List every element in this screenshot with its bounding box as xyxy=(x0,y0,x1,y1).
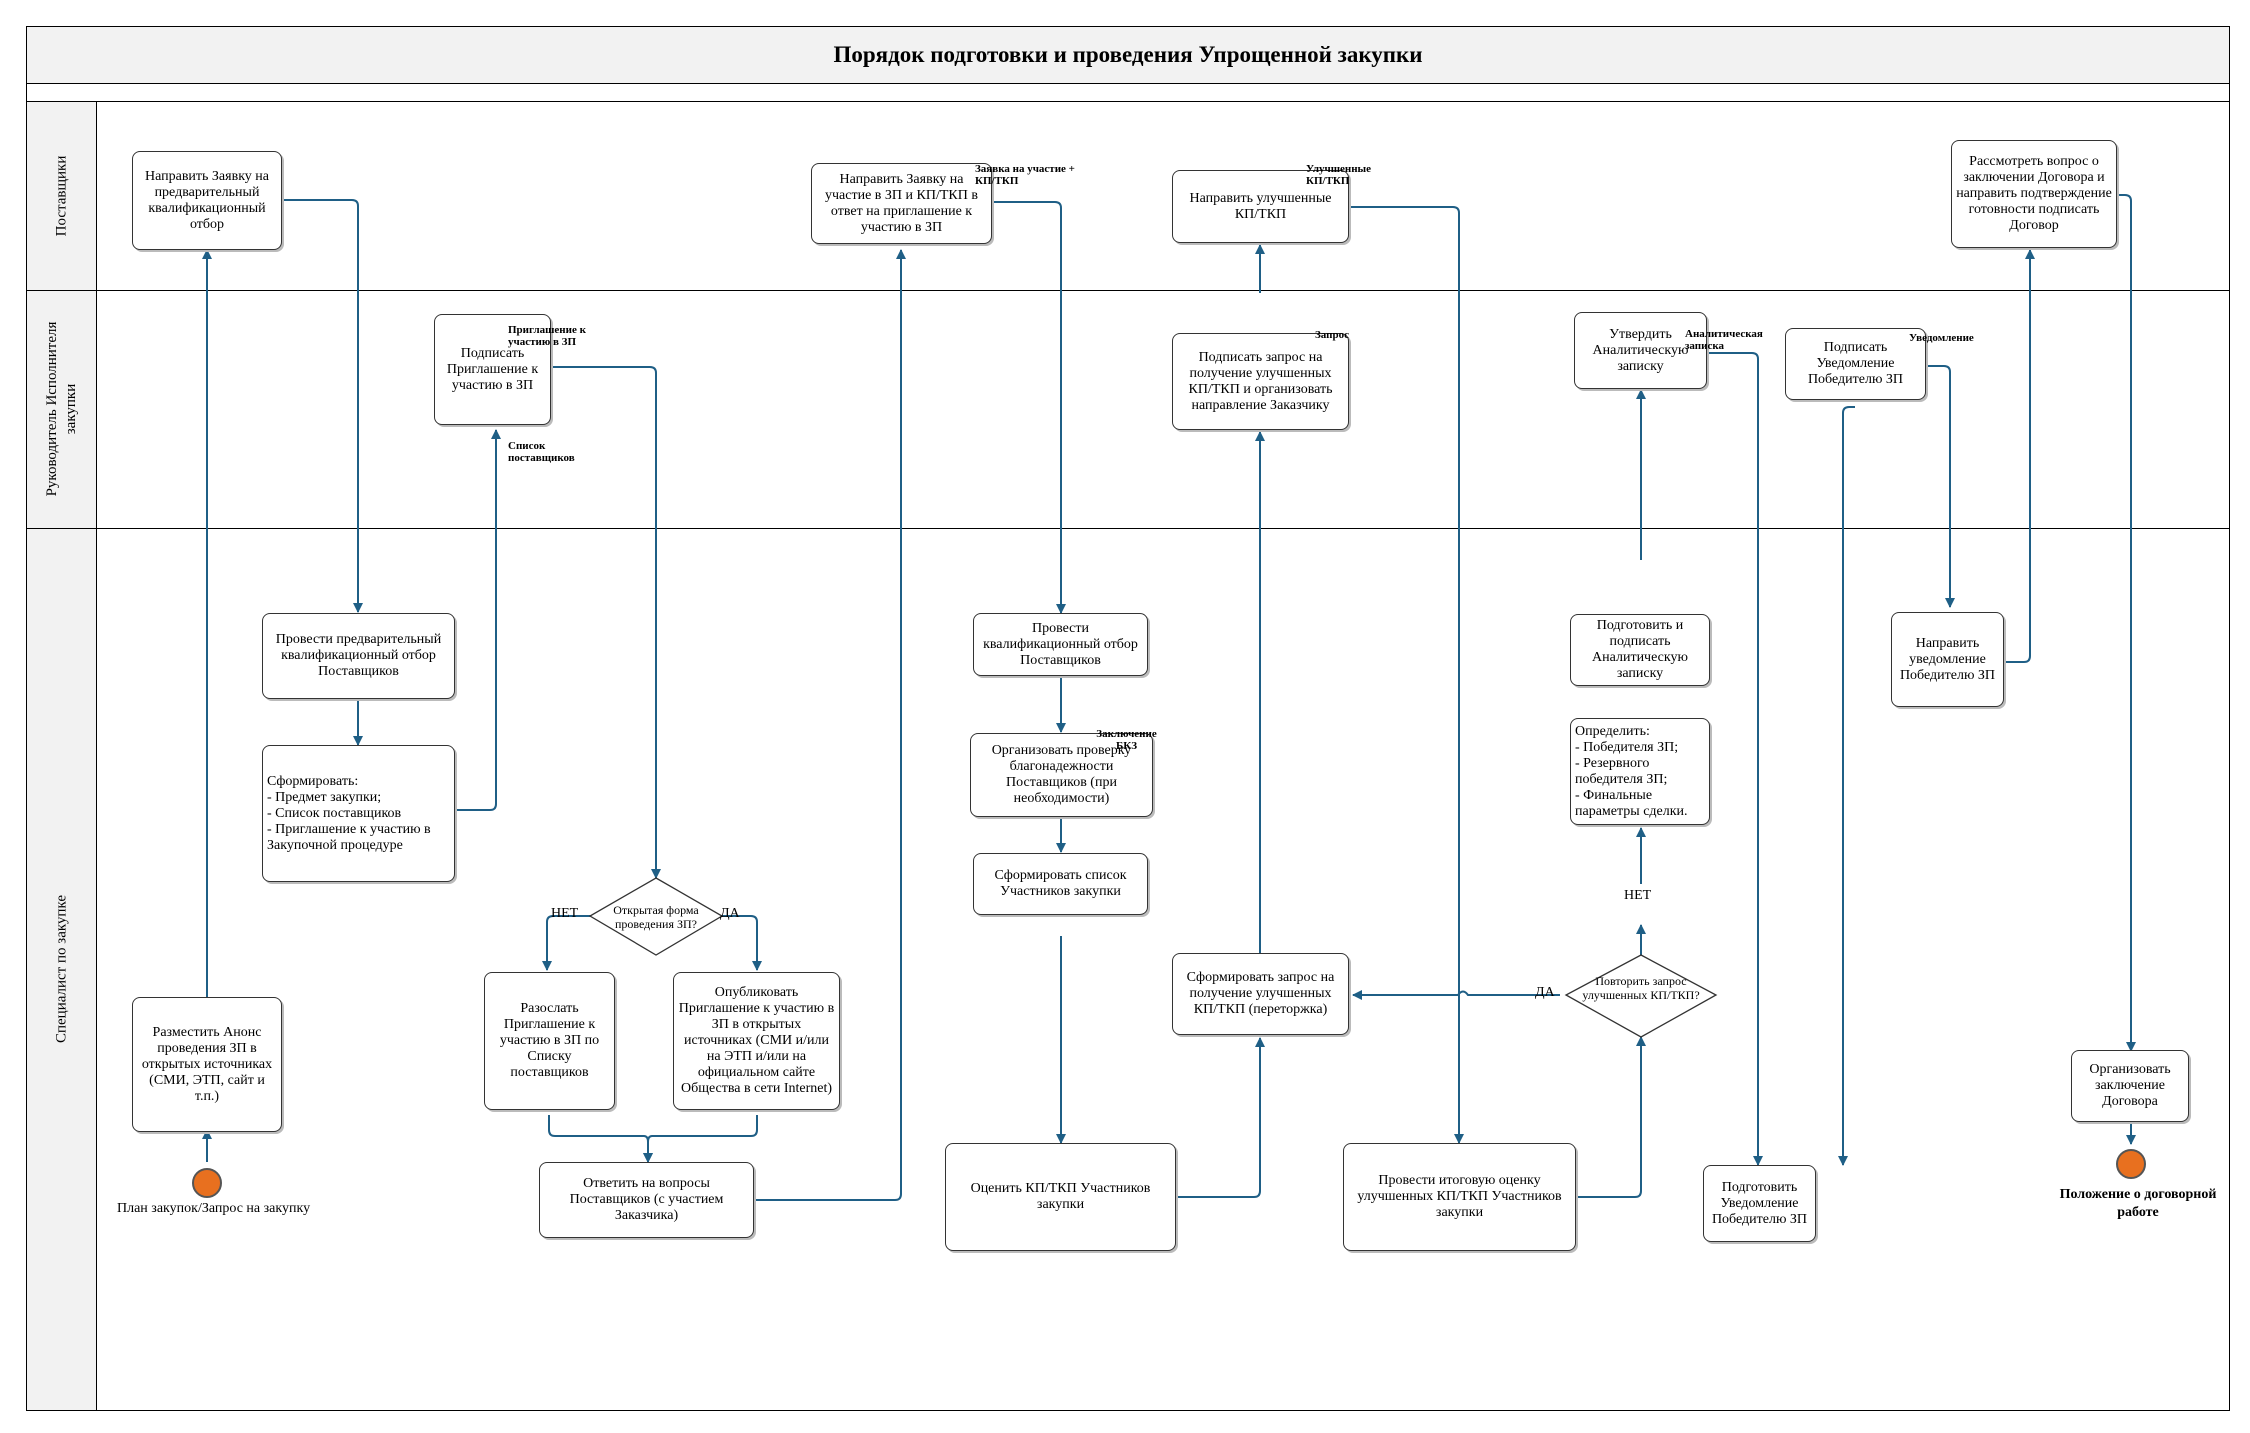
edge xyxy=(1176,1037,1265,1198)
doc-application: Заявка на участие + КП/ТКП xyxy=(972,137,1078,187)
lane-header-suppliers: Поставщики xyxy=(27,102,97,290)
doc-analytic: Аналитическая записка xyxy=(1682,302,1772,352)
node-sign-notice: Подписать Уведомление Победителю ЗП xyxy=(1785,328,1926,400)
node-list: Сформировать список Участников закупки xyxy=(973,853,1148,915)
edge xyxy=(2115,194,2136,1052)
node-announce: Разместить Анонс проведения ЗП в открыты… xyxy=(132,997,282,1132)
node-form: Сформировать: - Предмет закупки; - Списо… xyxy=(262,745,455,882)
edge xyxy=(455,429,501,811)
node-do-prequal: Провести предварительный квалификационны… xyxy=(262,613,455,699)
node-send-notice: Направить уведомление Победителю ЗП xyxy=(1891,612,2004,707)
node-evaluate: Оценить КП/ТКП Участников закупки xyxy=(945,1143,1176,1251)
node-final-eval: Провести итоговую оценку улучшенных КП/Т… xyxy=(1343,1143,1576,1251)
edge xyxy=(643,1115,758,1163)
edge xyxy=(1988,249,2035,663)
node-approve-note: Утвердить Аналитическую записку xyxy=(1574,312,1707,389)
no-label: НЕТ xyxy=(551,906,579,921)
doc-notice-text: Уведомление xyxy=(1909,332,1974,344)
end-event-shape xyxy=(2116,1149,2146,1179)
decision-repeat-label: Повторить запрос улучшенных КП/ТКП? xyxy=(1582,974,1700,1002)
decision-shape xyxy=(588,877,724,956)
doc-supplier-list-text: Список поставщиков xyxy=(508,440,575,464)
yes-label: ДА xyxy=(1535,985,1555,1000)
edge xyxy=(542,915,604,971)
doc-improved-text: Улучшенные КП/ТКП xyxy=(1306,163,1372,187)
edge xyxy=(1926,365,1955,608)
node-sign-request: Подписать запрос на получение улучшенных… xyxy=(1172,333,1349,430)
doc-request: Запрос xyxy=(1298,303,1370,341)
edge xyxy=(548,1115,653,1163)
edge xyxy=(754,249,906,1201)
edge xyxy=(992,201,1066,614)
edge xyxy=(1707,352,1763,1166)
node-form-request: Сформировать запрос на получение улучшен… xyxy=(1172,953,1349,1035)
no-label: НЕТ xyxy=(1624,888,1652,903)
edge xyxy=(1570,1036,1646,1198)
yes-label: ДА xyxy=(720,906,740,921)
doc-analytic-text: Аналитическая записка xyxy=(1685,328,1763,352)
node-check: Организовать проверку благонадежности По… xyxy=(970,733,1153,817)
edge xyxy=(1349,206,1464,1144)
edge xyxy=(1838,406,1855,1166)
node-prep-notice: Подготовить Уведомление Победителю ЗП xyxy=(1703,1165,1816,1242)
doc-bkz-text: Заключение БКЗ xyxy=(1096,728,1157,752)
lane-separator xyxy=(27,290,2229,291)
end-event-label: Положение о договорной работе xyxy=(2059,1187,2217,1220)
edge xyxy=(551,366,661,879)
doc-invitation: Приглашение к участию в ЗП xyxy=(505,298,598,348)
edge xyxy=(703,915,762,971)
diagram-title: Порядок подготовки и проведения Упрощенн… xyxy=(27,27,2229,84)
lane-separator xyxy=(27,528,2229,529)
start-event-label: План закупок/Запрос на закупку xyxy=(117,1201,311,1216)
node-prequal-request: Направить Заявку на предварительный квал… xyxy=(132,151,282,250)
doc-supplier-list: Список поставщиков xyxy=(505,414,598,464)
node-consider-contract: Рассмотреть вопрос о заключении Договора… xyxy=(1951,140,2117,248)
node-apply-zp: Направить Заявку на участие в ЗП и КП/ТК… xyxy=(811,163,992,244)
node-improved-kp: Направить улучшенные КП/ТКП xyxy=(1172,170,1349,243)
doc-improved: Улучшенные КП/ТКП xyxy=(1303,137,1381,187)
node-determine: Определить: - Победителя ЗП; - Резервног… xyxy=(1570,718,1710,825)
node-answer: Ответить на вопросы Поставщиков (с участ… xyxy=(539,1162,754,1238)
edge xyxy=(1352,990,1560,1000)
header-spacer xyxy=(27,83,2229,102)
node-publish: Опубликовать Приглашение к участию в ЗП … xyxy=(673,972,840,1110)
node-send-invites: Разослать Приглашение к участию в ЗП по … xyxy=(484,972,615,1110)
lane-header-specialist: Специалист по закупке xyxy=(27,528,97,1410)
doc-application-text: Заявка на участие + КП/ТКП xyxy=(975,163,1075,187)
decision-shape xyxy=(1564,954,1718,1038)
decision-form-label: Открытая форма проведения ЗП? xyxy=(613,903,699,931)
node-qual: Провести квалификационный отбор Поставщи… xyxy=(973,613,1148,676)
diagram-frame: Порядок подготовки и проведения Упрощенн… xyxy=(26,26,2230,1411)
node-contract: Организовать заключение Договора xyxy=(2071,1050,2189,1122)
doc-notice: Уведомление xyxy=(1906,306,1990,344)
node-prep-note: Подготовить и подписать Аналитическую за… xyxy=(1570,614,1710,686)
node-sign-invitation: Подписать Приглашение к участию в ЗП xyxy=(434,314,551,425)
doc-bkz: Заключение БКЗ xyxy=(1090,702,1163,752)
start-event-shape xyxy=(192,1168,222,1198)
lane-header-manager: Руководитель Исполнителя закупки xyxy=(27,290,97,528)
doc-invitation-text: Приглашение к участию в ЗП xyxy=(508,324,586,348)
edge xyxy=(282,199,363,613)
doc-request-text: Запрос xyxy=(1315,329,1349,341)
